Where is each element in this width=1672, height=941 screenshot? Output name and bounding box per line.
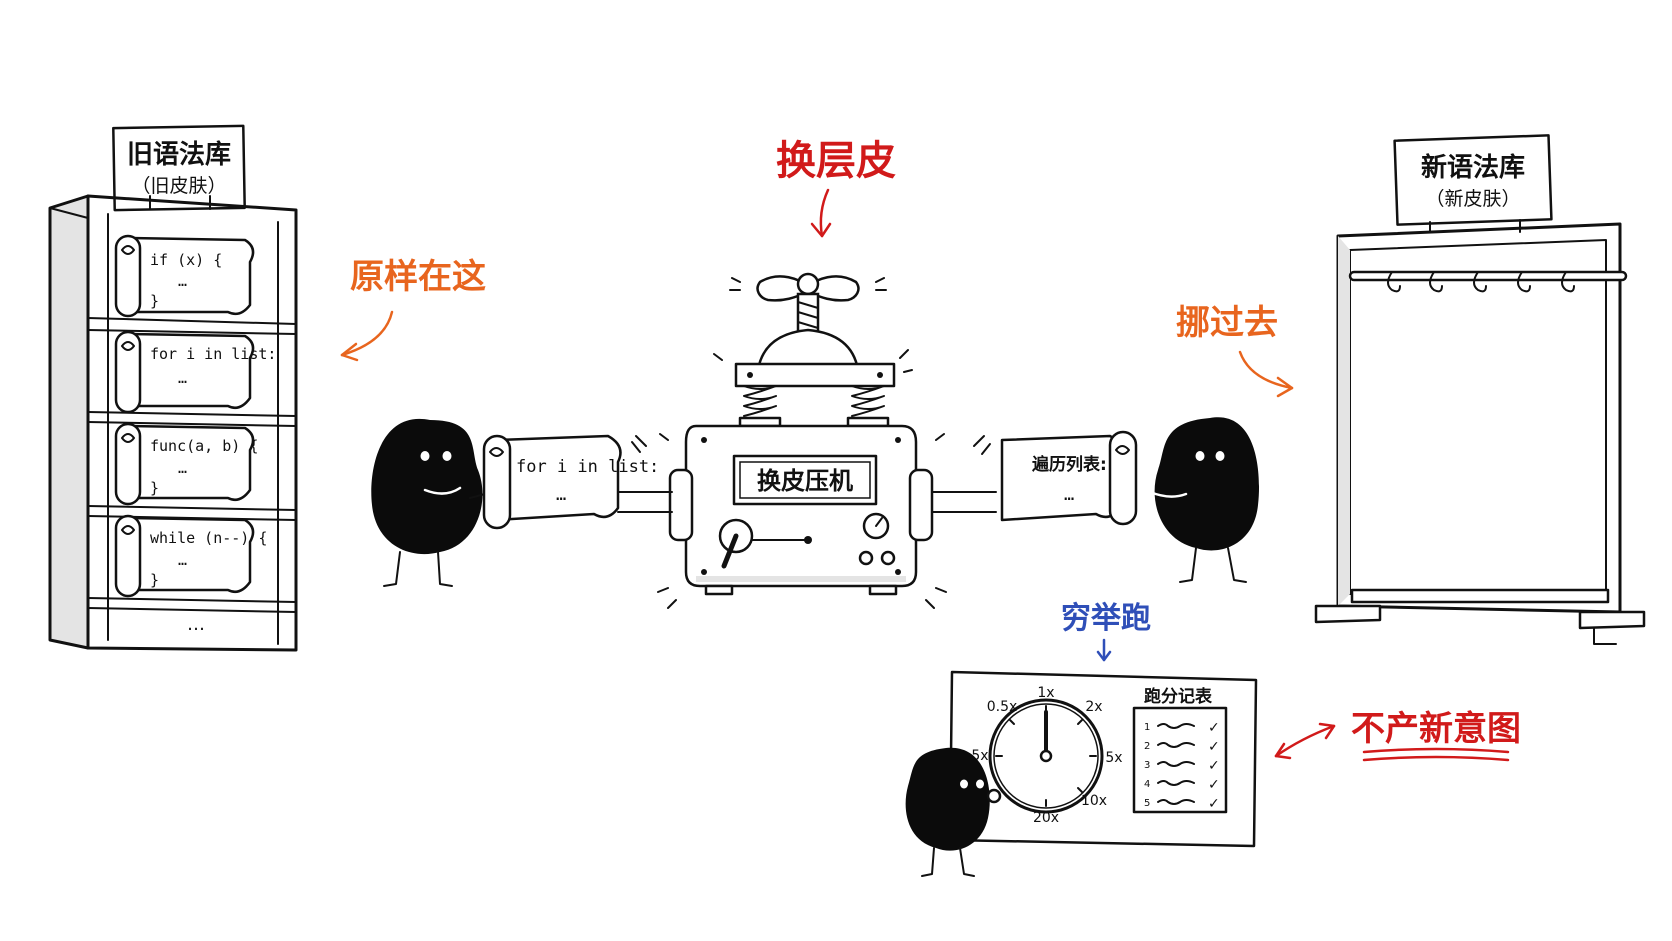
output-scroll-line2: … [1064,485,1074,505]
score-row-1: 1 ✓ [1144,720,1220,736]
input-scroll: for i in list: … [482,434,659,530]
old-scroll-4-line3: } [150,571,159,589]
no-new-intent-label: 不产新意图 [1351,709,1521,749]
scoreboard: 1x 0.5x 2x 5x 5x 10x 20x 跑分记表 1 [948,670,1258,848]
score-sheet: 跑分记表 1 ✓ 2 ✓ 3 ✓ 4 ✓ 5 [1132,686,1228,814]
score-row-5-check: ✓ [1208,796,1220,812]
keep-original-arrow [340,310,394,357]
old-library-title: 旧语法库 [127,140,231,170]
new-library-subtitle: （新皮肤） [1425,188,1520,210]
score-row-3: 3 ✓ [1144,758,1220,774]
input-scroll-line1: for i in list: [516,457,659,477]
dial-label-upper-right: 2x [1085,699,1102,715]
move-over-annotation: 挪过去 [1176,303,1294,398]
score-row-4-check: ✓ [1208,777,1220,793]
old-scroll-3-line1: func(a, b) { [150,437,258,455]
svg-text:3: 3 [1144,760,1150,771]
old-scroll-3-line2: … [178,459,187,477]
exhaustive-run-label: 穷举跑 [1061,601,1151,636]
keep-original-label: 原样在这 [350,257,486,297]
score-row-1-check: ✓ [1208,720,1220,736]
exhaustive-run-annotation: 穷举跑 [1061,601,1151,662]
machine-label: 换皮压机 [757,467,853,495]
reskin-press-machine: 换层皮 [617,138,997,609]
svg-text:4: 4 [1144,779,1150,790]
dial-label-bottom: 20x [1033,810,1059,826]
old-scroll-1-line3: } [150,292,159,310]
reskin-arrow [819,188,830,238]
dial-label-upper-left: 0.5x [987,699,1018,715]
score-row-4: 4 ✓ [1144,777,1220,793]
no-new-intent-annotation: 不产新意图 [1274,709,1521,762]
new-library-sign: 新语法库 （新皮肤） [1393,134,1553,233]
score-row-5: 5 ✓ [1144,796,1220,812]
right-character [1148,417,1260,583]
old-scroll-1-line1: if (x) { [150,251,222,269]
old-library-sign: 旧语法库 （旧皮肤） [112,124,246,212]
old-scroll-4-line2: … [178,551,187,569]
rack-hooks [1387,271,1575,293]
press-knob-right [880,550,896,566]
score-row-2: 2 ✓ [1144,739,1220,755]
press-spring-left [738,385,782,428]
press-spring-right [846,385,890,428]
machine-label-plate [732,454,878,506]
score-sheet-title: 跑分记表 [1144,686,1213,707]
press-wheel-handle [729,272,887,302]
press-knob-left [858,550,874,566]
dial-label-top: 1x [1037,685,1054,701]
old-scroll-1-line2: … [178,272,187,290]
old-scroll-2-line1: for i in list: [150,345,276,363]
no-new-intent-arrow [1274,724,1336,758]
old-scroll-2-line2: … [178,369,187,387]
speed-dial: 1x 0.5x 2x 5x 5x 10x 20x [971,685,1122,826]
scoreboard-character [905,747,1002,877]
svg-text:1: 1 [1144,722,1150,733]
move-over-arrow [1238,350,1294,390]
new-library-rack: 新语法库 （新皮肤） [1314,134,1646,645]
svg-text:2: 2 [1144,741,1150,752]
old-library-subtitle: （旧皮肤） [131,175,226,197]
left-character [371,418,501,587]
old-library-more: … [187,614,205,635]
reskin-label: 换层皮 [776,138,896,184]
move-over-label: 挪过去 [1176,303,1278,343]
output-scroll-line1: 遍历列表: [1031,454,1107,475]
press-gauge [862,512,890,540]
score-row-3-check: ✓ [1208,758,1220,774]
old-scroll-4-line1: while (n--) { [150,529,267,547]
old-scroll-2: for i in list: … [114,330,276,414]
output-scroll: 遍历列表: … [973,430,1138,526]
keep-original-annotation: 原样在这 [340,257,486,362]
old-scroll-1: if (x) { … } [114,234,255,318]
input-scroll-line2: … [556,485,566,505]
score-row-2-check: ✓ [1208,739,1220,755]
dial-label-right: 5x [1105,750,1122,766]
old-library-bookshelf: 旧语法库 （旧皮肤） if (x) { … } [48,124,298,652]
old-scroll-4: while (n--) { … } [114,514,267,598]
old-scroll-3: func(a, b) { … } [114,422,258,506]
dial-label-lower-right: 10x [1081,793,1107,809]
svg-text:5: 5 [1144,798,1150,809]
press-lever [718,518,812,569]
new-library-title: 新语法库 [1421,152,1525,183]
old-scroll-3-line3: } [150,479,159,497]
